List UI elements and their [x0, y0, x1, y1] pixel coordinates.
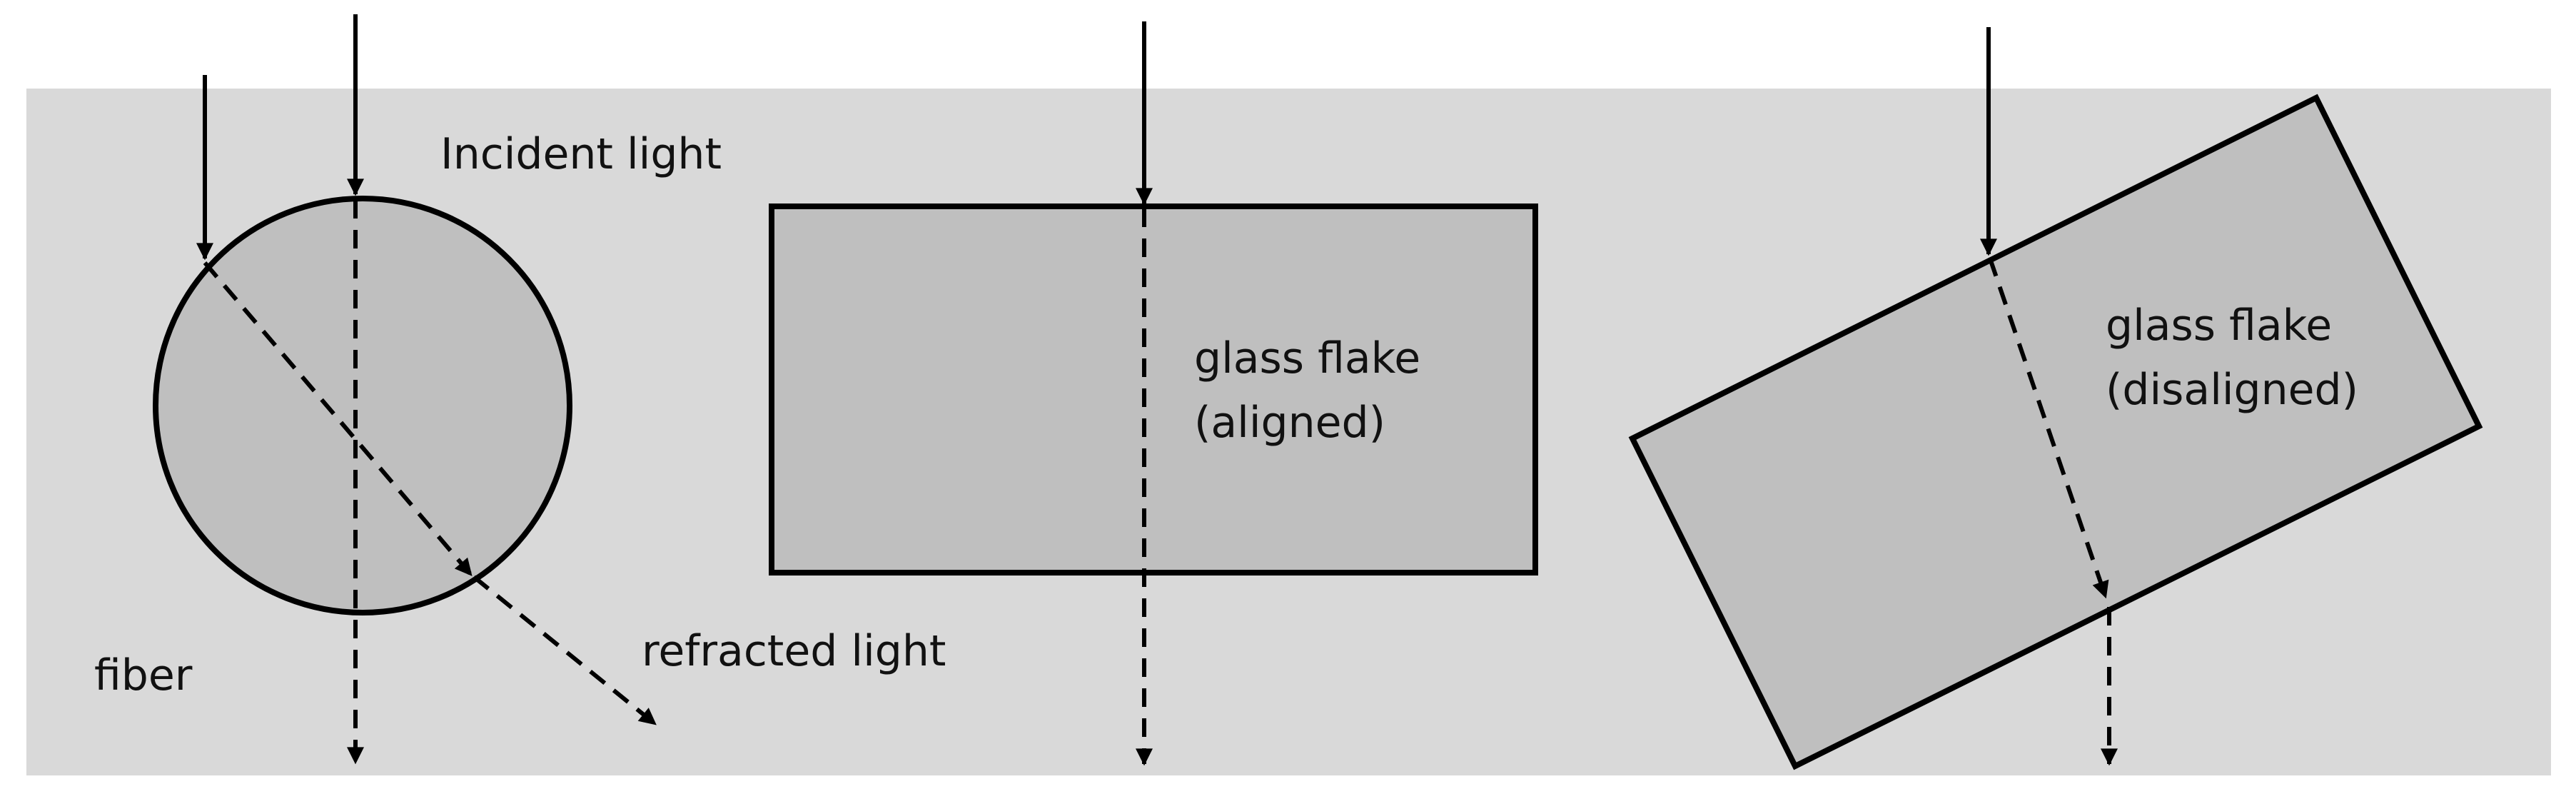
glass-flake-aligned — [769, 203, 1538, 576]
glass-flake-disaligned — [1628, 94, 2483, 770]
label-flake-disaligned-line2: (disaligned) — [2106, 365, 2358, 415]
label-fiber: fiber — [94, 650, 193, 700]
label-refracted-light: refracted light — [642, 626, 946, 676]
label-flake-aligned-line1: glass flake — [1194, 333, 1420, 383]
label-flake-disaligned-line1: glass flake — [2106, 301, 2332, 351]
label-incident-light: Incident light — [440, 129, 722, 179]
fiber-circle — [153, 196, 572, 615]
refracted-path-fiber-outside — [473, 575, 657, 726]
refracted-path-fiber-inside — [203, 261, 473, 576]
label-flake-aligned-line2: (aligned) — [1194, 398, 1385, 448]
